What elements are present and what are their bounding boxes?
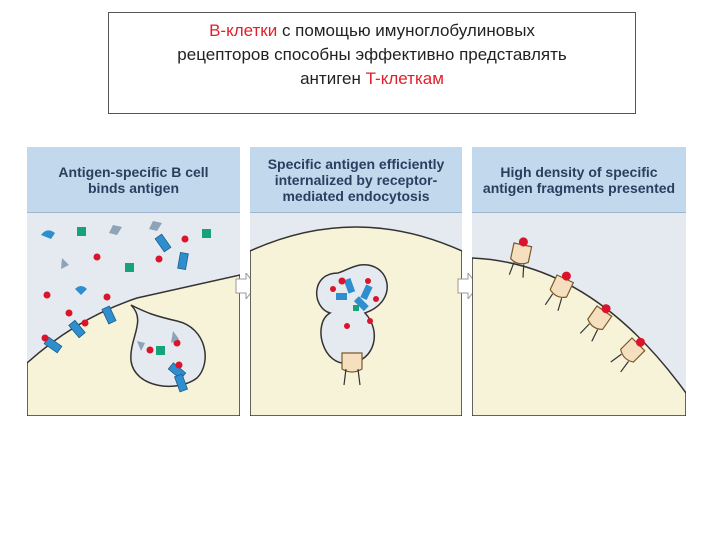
internalized-receptor [360,284,373,301]
panel-presentation: High density of specific antigen fragmen… [472,147,686,416]
red-antigen [41,334,49,342]
red-antigen [146,346,154,354]
endocytic-pocket [130,304,206,388]
red-antigen [330,286,336,292]
green-antigen [156,346,165,355]
internalized-receptor [336,293,347,300]
red-antigen [81,319,89,327]
blue-fragment [41,230,55,239]
green-antigens-group [77,227,211,355]
receptors-group [43,233,189,393]
internalized-receptors [336,278,373,312]
panel-3-illustration [472,237,686,416]
panel-1-header-line-1: Antigen-specific B cell [58,163,209,180]
red-antigen [103,293,111,301]
mhc-molecule [341,352,363,373]
gray-antigen [171,331,179,343]
title-t-cells: T-клеткам [365,69,444,88]
mhc-peptide-complex [579,304,613,342]
mhc-peptide-complex [544,271,575,311]
panel-1-header-line-2: binds antigen [88,179,179,196]
gray-antigen [61,258,69,269]
red-antigen [173,339,181,347]
b-cell-body [472,257,686,416]
red-antigen [155,255,163,263]
panel-1-header: Antigen-specific B cell binds antigen [27,147,240,213]
title-line-3-start: антиген [300,69,366,88]
b-cell-receptor [173,373,189,393]
blue-fragments-group [41,230,87,295]
red-antigen [338,277,346,285]
internalized-antigens [330,277,379,329]
b-cell-receptor [101,305,117,325]
b-cell-receptor [68,319,86,339]
red-antigen [181,235,189,243]
red-antigen [365,278,371,284]
gray-antigens-group [61,221,179,351]
panel-2-header-line-3: mediated endocytosis [282,187,430,204]
panel-1-illustration [27,221,240,416]
panel-2-header-line-2: internalized by receptor- [274,171,438,188]
green-antigen [353,305,359,311]
mhc-peptide-complexes [508,237,646,373]
gray-antigen [109,225,122,235]
green-antigen [125,263,134,272]
gray-antigen [137,341,145,351]
red-antigens-group [41,235,189,369]
title-box: B-клетки с помощью имуноглобулиновых рец… [108,12,636,114]
panel-2-illustration [250,226,462,416]
blue-fragment [75,286,87,295]
panel-2-header-line-1: Specific antigen efficiently [267,155,445,172]
red-antigen [175,361,183,369]
title-line-2: рецепторов способны эффективно представл… [177,45,567,64]
panel-3-header-line-1: High density of specific [500,163,658,180]
b-cell-receptor [154,233,172,253]
panel-endocytosis: Specific antigen efficiently internalize… [250,147,462,416]
mhc-peptide-complex [610,337,646,373]
panel-2-header: Specific antigen efficiently internalize… [250,147,462,213]
title-line-1: B-клетки с помощью имуноглобулиновых [109,19,635,43]
mhc-peptide-complex [508,237,533,278]
internalized-receptor [343,278,356,294]
red-antigen [373,296,379,302]
panel-3-header: High density of specific antigen fragmen… [472,147,686,213]
b-cell-receptor [177,251,189,271]
diagram-panels: Antigen-specific B cell binds antigen [27,147,686,416]
red-antigen [344,323,350,329]
red-antigen [367,318,373,324]
red-antigen [65,309,73,317]
title-b-cells: B-клетки [209,21,278,40]
title-line-1-rest: с помощью имуноглобулиновых [277,21,535,40]
panel-3-header-line-2: antigen fragments presented [482,179,676,196]
gray-antigen [149,221,162,231]
internalized-receptor [353,296,369,312]
green-antigen [77,227,86,236]
panel-binding: Antigen-specific B cell binds antigen [27,147,240,416]
red-antigen [93,253,101,261]
title-line-3: антиген T-клеткам [109,67,635,91]
green-antigen [202,229,211,238]
red-antigen [43,291,51,299]
